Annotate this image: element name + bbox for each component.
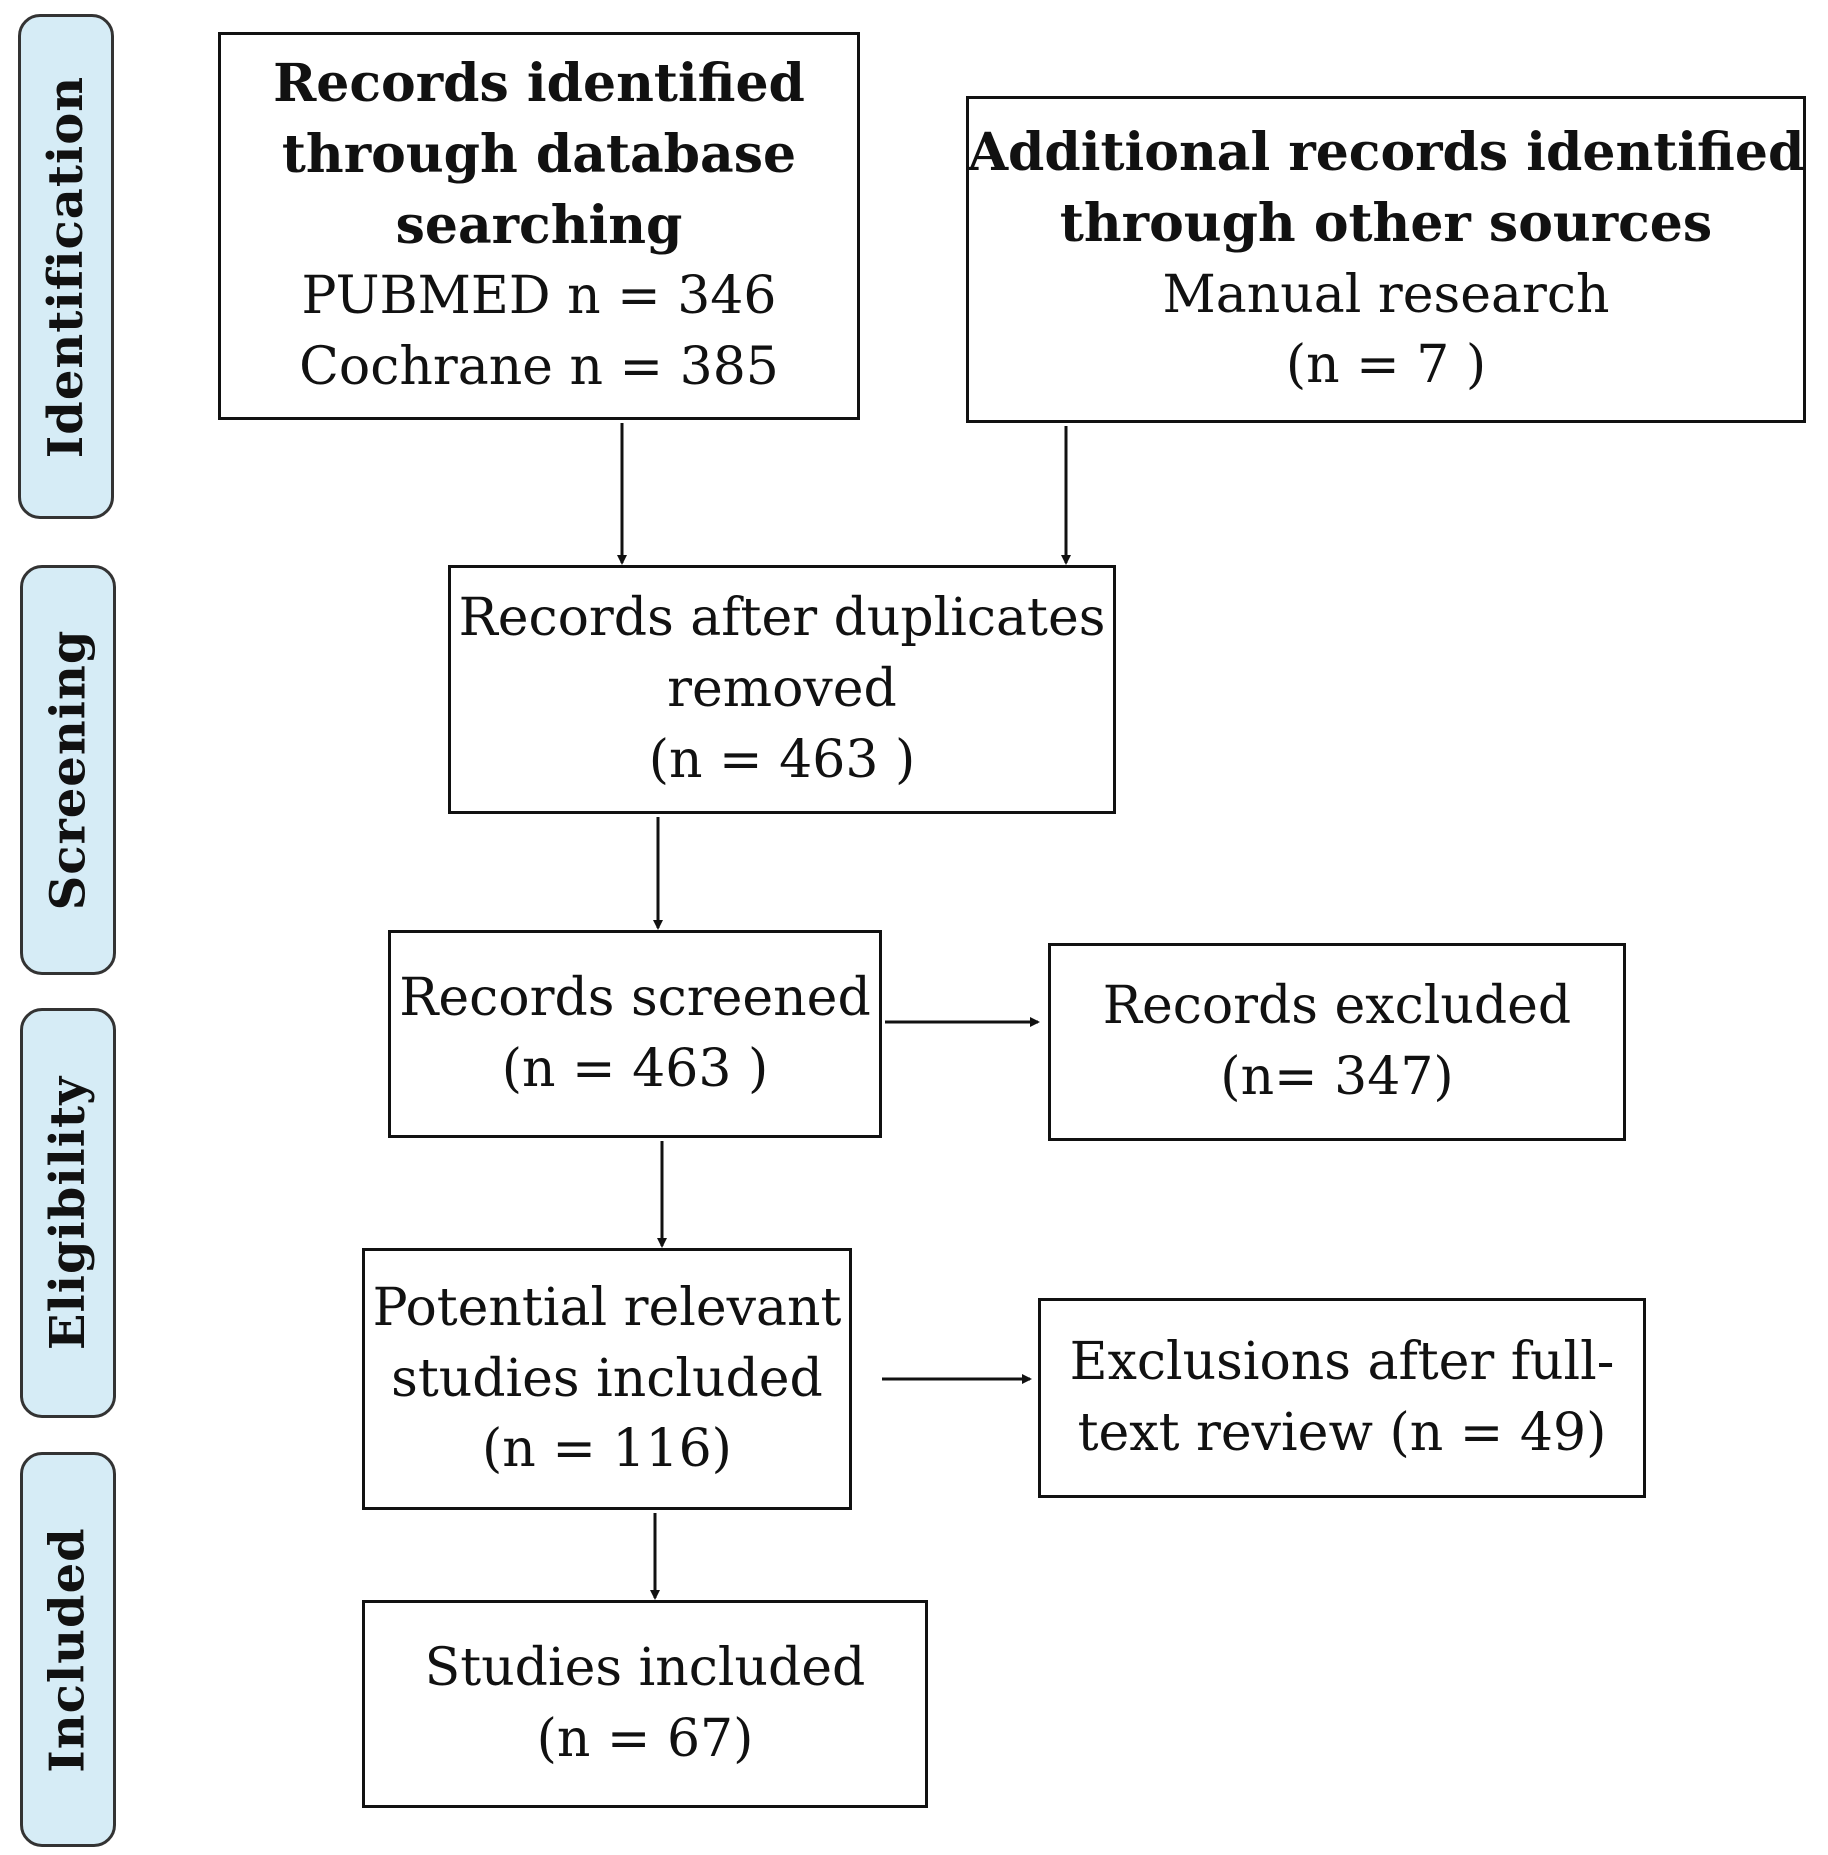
database-title-line-3: searching [395,194,683,256]
other-sources-title-line-1: Additional records identified [967,122,1805,184]
database-records-box: Records identified through database sear… [218,32,860,420]
stage-eligibility: Eligibility [20,1008,116,1418]
studies-included-box: Studies included (n = 67) [362,1600,928,1808]
database-pubmed-count: PUBMED n = 346 [301,266,777,327]
database-title-line-2: through database [281,123,797,185]
screened-label: Records screened [399,968,871,1029]
potential-count: (n = 116) [482,1419,732,1480]
database-cochrane-count: Cochrane n = 385 [299,337,779,398]
duplicates-removed-box: Records after duplicates removed (n = 46… [448,565,1116,814]
records-screened-box: Records screened (n = 463 ) [388,930,882,1138]
stage-screening: Screening [20,565,116,975]
duplicates-line-1: Records after duplicates [458,588,1106,649]
excluded-label: Records excluded [1102,976,1572,1037]
records-excluded-box: Records excluded (n= 347) [1048,943,1626,1141]
excluded-count: (n= 347) [1220,1047,1454,1107]
full-text-exclusions-line-1: Exclusions after full- [1069,1332,1615,1393]
duplicates-line-2: removed [667,659,897,720]
other-sources-box: Additional records identified through ot… [966,96,1806,423]
other-sources-count: (n = 7 ) [1285,335,1487,396]
stage-identification: Identification [18,14,114,519]
studies-included-label: Studies included [424,1638,866,1699]
duplicates-count: (n = 463 ) [648,729,916,790]
potential-line-2: studies included [391,1348,823,1409]
database-title-line-1: Records identified [273,53,805,115]
studies-included-count: (n = 67) [536,1709,754,1769]
screened-count: (n = 463 ) [501,1039,769,1099]
stage-included: Included [20,1452,116,1847]
full-text-exclusions-line-2: text review (n = 49) [1077,1403,1607,1463]
other-sources-title-line-2: through other sources [1059,192,1713,254]
potential-line-1: Potential relevant [372,1277,842,1338]
other-sources-manual-research: Manual research [1162,264,1610,325]
potential-relevant-box: Potential relevant studies included (n =… [362,1248,852,1510]
full-text-exclusions-box: Exclusions after full- text review (n = … [1038,1298,1646,1498]
